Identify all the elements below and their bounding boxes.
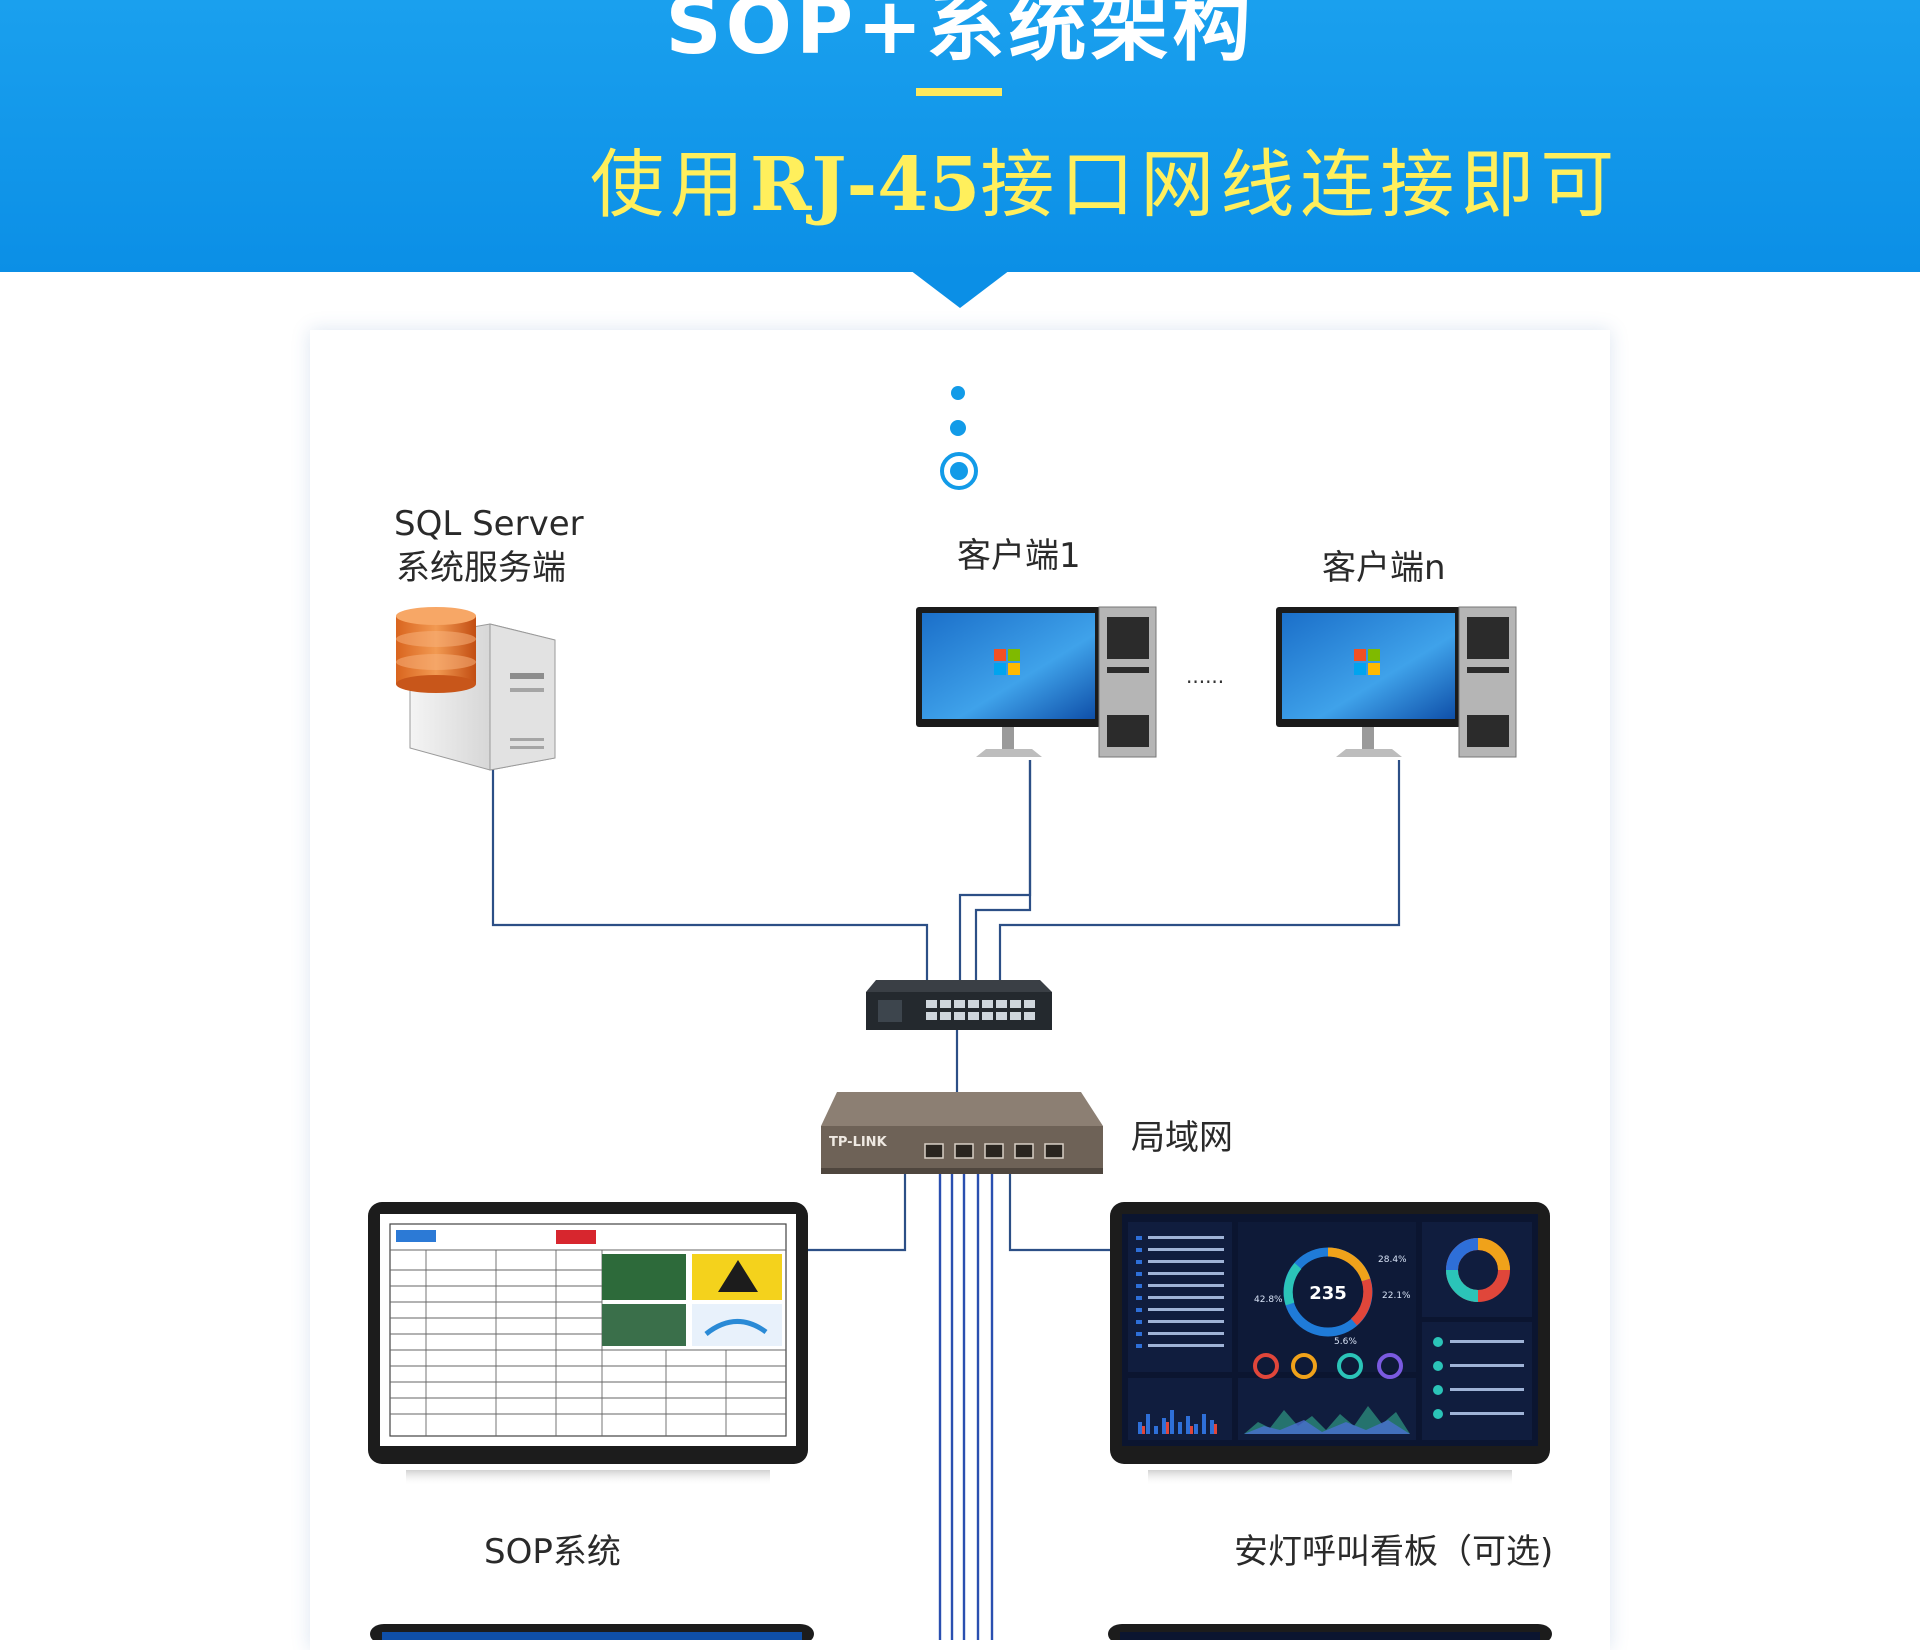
- clientn-label: 客户端n: [1322, 548, 1446, 588]
- network-switch-icon: [866, 980, 1052, 1030]
- page-subtitle: 使用RJ-45接口网线连接即可: [590, 125, 1620, 232]
- subtitle-suffix: 接口网线连接即可: [980, 142, 1621, 228]
- client-ellipsis: ......: [1186, 664, 1225, 688]
- line-client1: [958, 760, 1032, 982]
- dashboard-pct-left: 42.8%: [1254, 1295, 1283, 1305]
- subtitle-prefix: 使用: [590, 142, 750, 228]
- sql-label-line1: SQL Server: [394, 504, 584, 544]
- database-server-icon: [396, 607, 556, 771]
- page-title: SOP+系统架构: [665, 0, 1255, 72]
- bottom-monitor-left: [370, 1624, 814, 1640]
- header-banner: [0, 0, 1920, 272]
- sop-monitor-icon: [368, 1202, 808, 1486]
- progress-dot-active-core: [950, 462, 968, 480]
- dashboard-pct-right1: 28.4%: [1378, 1255, 1407, 1265]
- line-clientn: [998, 760, 1401, 982]
- router-icon: TP-LINK: [821, 1092, 1103, 1174]
- dashboard-pct-bottom: 5.6%: [1334, 1337, 1357, 1347]
- subtitle-bold: RJ-45: [750, 142, 981, 228]
- line-client1-b: [974, 760, 1032, 982]
- andon-label: 安灯呼叫看板（可选): [1234, 1532, 1554, 1572]
- sop-label: SOP系统: [484, 1532, 621, 1572]
- line-server: [491, 765, 929, 982]
- router-brand: TP-LINK: [829, 1135, 888, 1150]
- sql-label-line2: 系统服务端: [396, 548, 566, 588]
- clientn-computer-icon: [1276, 606, 1517, 758]
- banner-pointer: [910, 270, 1010, 308]
- dashboard-pct-right2: 22.1%: [1382, 1291, 1411, 1301]
- line-andon: [1008, 1172, 1112, 1252]
- client1-label: 客户端1: [957, 536, 1081, 576]
- dashboard-center-value: 235: [1309, 1283, 1347, 1304]
- andon-dashboard-icon: 235 42.8% 28.4% 22.1% 5.6%: [1110, 1202, 1550, 1486]
- progress-dot-2: [950, 420, 966, 436]
- bottom-monitor-right: [1108, 1624, 1552, 1640]
- client1-computer-icon: [916, 606, 1157, 758]
- title-underline: [916, 88, 1002, 96]
- lan-label: 局域网: [1131, 1118, 1233, 1158]
- line-sop: [785, 1172, 907, 1252]
- progress-dot-active: [940, 452, 978, 490]
- progress-dot-1: [951, 386, 965, 400]
